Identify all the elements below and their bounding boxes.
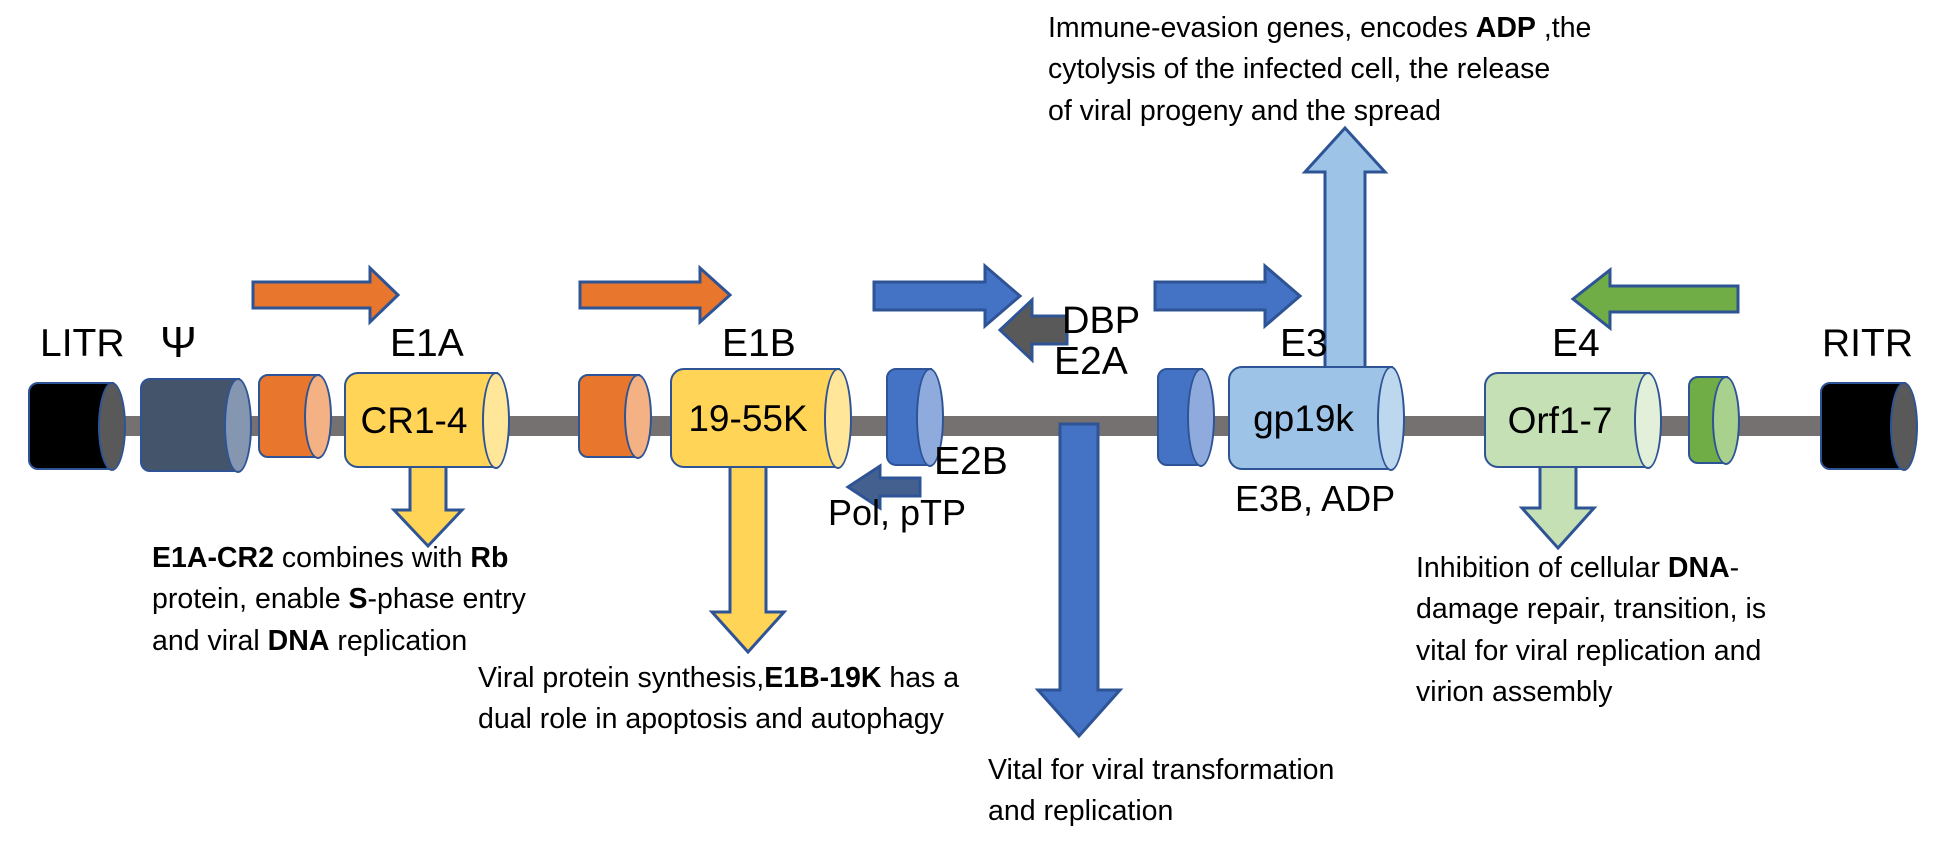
- note-line: and replication: [988, 795, 1174, 828]
- e2a-transcription-arrow: [872, 262, 1023, 330]
- note-line: cytolysis of the infected cell, the rele…: [1048, 53, 1551, 86]
- gene-cylinder-e4[interactable]: Orf1-7: [1484, 371, 1662, 469]
- e1b-note: Viral protein synthesis,E1B-19K has a dua…: [478, 658, 1078, 741]
- label-ritr: RITR: [1822, 322, 1913, 365]
- label-e1a: E1A: [390, 322, 464, 365]
- gene-cylinder-e1b-label: 19-55K: [688, 397, 808, 439]
- gene-cylinder-e1a-promoter[interactable]: [258, 373, 332, 459]
- label-e2b: E2B: [934, 440, 1008, 483]
- gene-cylinder-e3[interactable]: gp19k: [1228, 365, 1405, 471]
- note-line: protein, enable S-phase entry: [152, 583, 526, 616]
- e3-transcription-arrow: [1153, 262, 1303, 330]
- e1a-note: E1A-CR2 combines with Rb protein, enable …: [152, 538, 622, 662]
- cylinder-cap: [224, 377, 252, 473]
- label-dbp: DBP: [1062, 300, 1141, 342]
- e1b-transcription-arrow: [578, 264, 733, 326]
- note-line: Vital for viral transformation: [988, 754, 1335, 786]
- gene-cylinder-e4-terminator[interactable]: [1688, 375, 1740, 465]
- e3-note: Immune-evasion genes, encodes ADP ,the cy…: [1048, 8, 1688, 132]
- gene-cylinder-e4-label: Orf1-7: [1507, 399, 1613, 441]
- label-e2b-products: Pol, pTP: [828, 492, 967, 533]
- note-line: Viral protein synthesis,E1B-19K has a: [478, 662, 960, 694]
- cylinder-cap: [1187, 367, 1215, 467]
- cylinder-cap: [98, 381, 126, 471]
- cylinder-cap: [624, 373, 652, 459]
- gene-cylinder-litr[interactable]: [28, 381, 126, 471]
- e4-transcription-arrow: [1570, 266, 1740, 332]
- gene-cylinder-e1b-promoter[interactable]: [578, 373, 652, 459]
- label-e2a: E2A: [1054, 340, 1128, 383]
- note-line: of viral progeny and the spread: [1048, 94, 1441, 127]
- gene-cylinder-e1a-label: CR1-4: [360, 399, 468, 441]
- note-line: and viral DNA replication: [152, 624, 468, 657]
- gene-cylinder-ritr[interactable]: [1820, 381, 1918, 471]
- gene-cylinder-e1a[interactable]: CR1-4: [344, 371, 510, 469]
- note-line: vital for viral replication and: [1416, 634, 1762, 667]
- label-e1b: E1B: [722, 322, 796, 365]
- label-psi: Ψ: [160, 318, 197, 367]
- gene-cylinder-e1b[interactable]: 19-55K: [670, 367, 852, 469]
- e2a-note: Vital for viral transformation and replic…: [988, 750, 1458, 833]
- gene-cylinder-e2b[interactable]: [886, 367, 944, 467]
- cylinder-cap: [482, 371, 510, 469]
- cylinder-cap: [1890, 381, 1918, 471]
- cylinder-cap: [304, 373, 332, 459]
- note-line: Immune-evasion genes, encodes ADP ,the: [1048, 12, 1592, 44]
- cylinder-cap: [1712, 375, 1740, 465]
- label-e3: E3: [1280, 322, 1328, 365]
- label-e4: E4: [1552, 322, 1600, 365]
- label-e3-products: E3B, ADP: [1235, 478, 1396, 519]
- genome-backbone: [60, 416, 1884, 436]
- note-line: E1A-CR2 combines with Rb: [152, 542, 509, 574]
- e1b-function-arrow: [708, 438, 788, 655]
- cylinder-cap: [824, 367, 852, 469]
- cylinder-cap: [1377, 365, 1405, 471]
- label-litr: LITR: [40, 322, 125, 365]
- note-line: dual role in apoptosis and autophagy: [478, 703, 944, 736]
- gene-cylinder-e3-label: gp19k: [1253, 397, 1354, 439]
- gene-cylinder-e2a[interactable]: [1157, 367, 1215, 467]
- e1a-transcription-arrow: [251, 264, 401, 326]
- e4-note: Inhibition of cellular DNA-damage repair…: [1416, 548, 1846, 713]
- note-line: Inhibition of cellular DNA-: [1416, 552, 1740, 584]
- cylinder-cap: [916, 367, 944, 467]
- cylinder-cap: [1634, 371, 1662, 469]
- gene-cylinder-psi[interactable]: [140, 377, 252, 473]
- note-line: virion assembly: [1416, 675, 1613, 708]
- note-line: damage repair, transition, is: [1416, 593, 1767, 626]
